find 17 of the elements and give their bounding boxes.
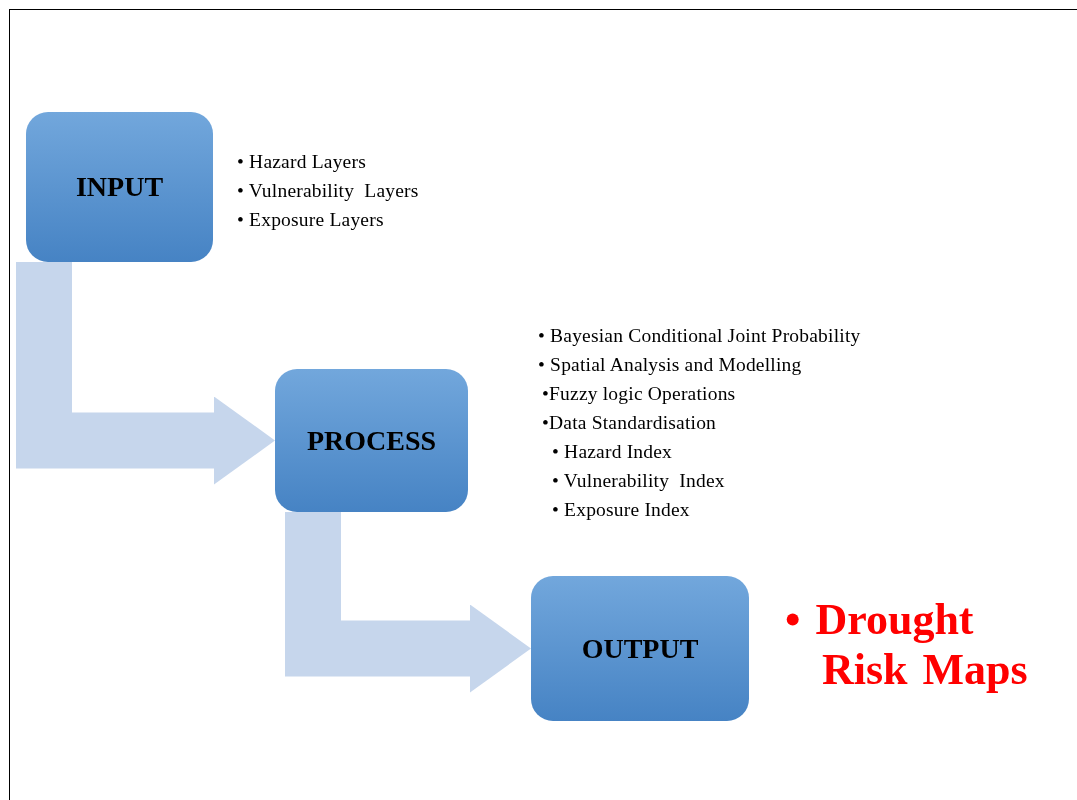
bullet-item: • Spatial Analysis and Modelling — [538, 353, 803, 377]
bullet-item: • Hazard Layers — [237, 150, 367, 174]
process-box — [275, 369, 468, 512]
output-item: • Drought Risk Maps — [785, 595, 1029, 695]
bullet-item: • Exposure Index — [552, 498, 691, 522]
process-box — [26, 112, 213, 262]
bullet-item: • Vulnerability Layers — [237, 179, 419, 203]
box-title: OUTPUT — [581, 632, 699, 665]
box-title: INPUT — [75, 171, 164, 203]
process-box — [531, 576, 749, 721]
box-title: PROCESS — [306, 424, 437, 457]
bullet-item: •Data Standardisation — [542, 411, 718, 435]
bullet-item: • Exposure Layers — [237, 208, 385, 232]
bullet-item: • Hazard Index — [552, 440, 674, 464]
bullet-item: • Vulnerability Index — [552, 469, 726, 493]
bullet-item: •Fuzzy logic Operations — [542, 382, 737, 406]
bullet-item: • Bayesian Conditional Joint Probability — [538, 324, 861, 348]
